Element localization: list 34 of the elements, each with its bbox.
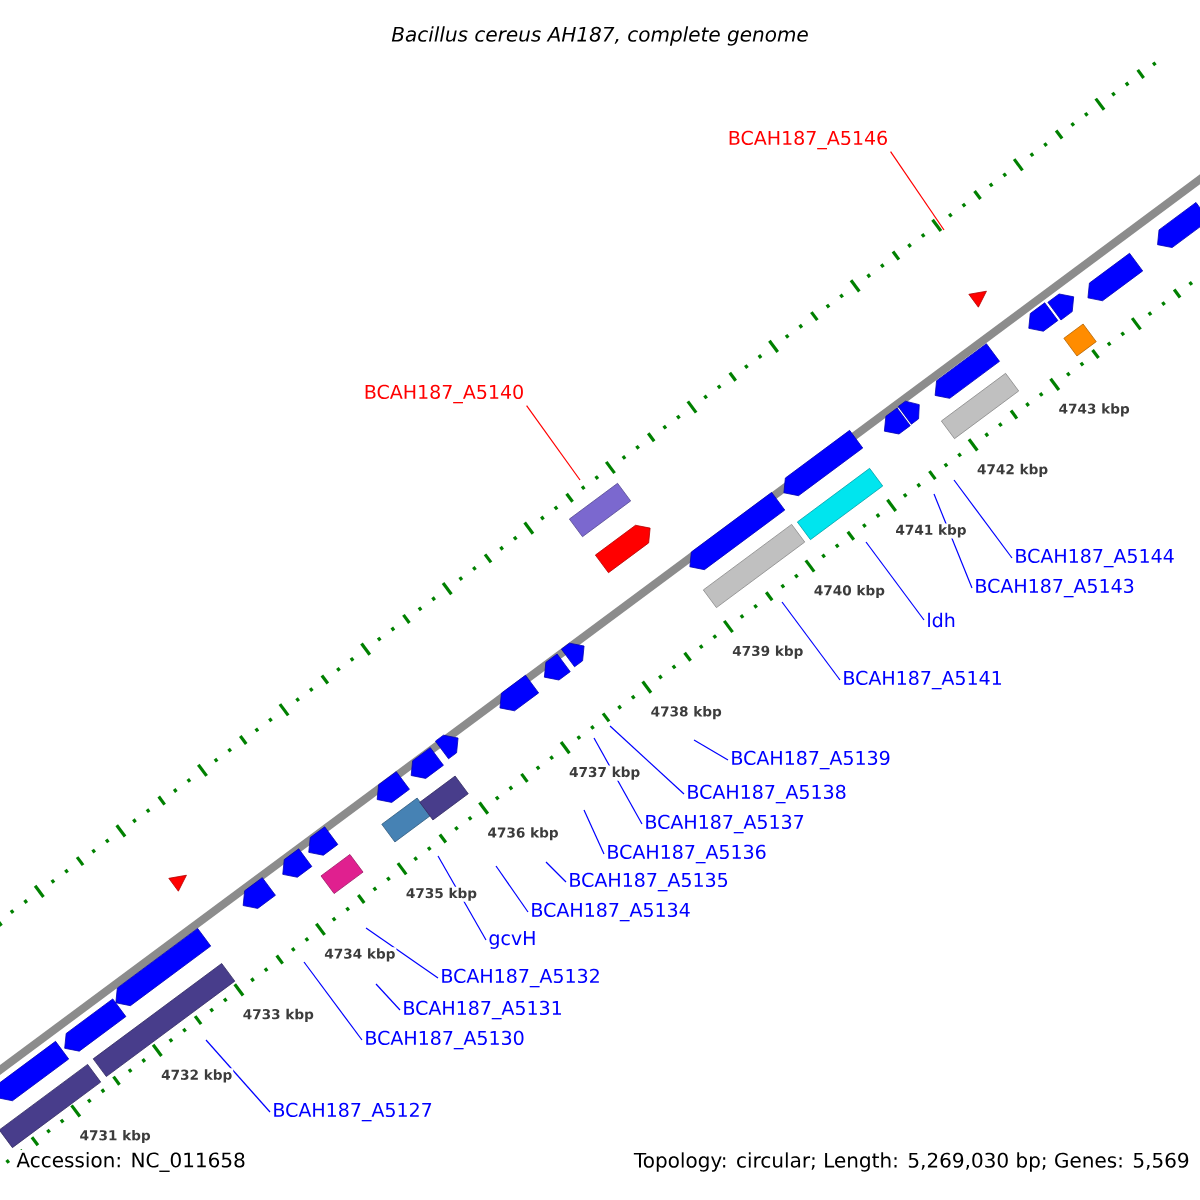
leader-line xyxy=(890,151,945,231)
gene-label: BCAH187_A5130 xyxy=(366,1030,524,1050)
gene-label: BCAH187_A5144 xyxy=(1016,548,1174,568)
gene-label: BCAH187_A5140 xyxy=(365,384,523,404)
leader-line xyxy=(495,865,529,913)
gene-label: ldh xyxy=(928,612,955,628)
gene-label: gcvH xyxy=(489,931,535,949)
leader-line xyxy=(375,983,401,1011)
leader-line xyxy=(365,927,439,979)
gene-label: BCAH187_A5135 xyxy=(570,872,728,892)
accession-text: Accession: NC_011658 xyxy=(14,1150,248,1174)
gene-label: BCAH187_A5127 xyxy=(274,1102,432,1122)
leader-line xyxy=(526,405,581,481)
gene-label: BCAH187_A5131 xyxy=(404,1000,561,1020)
leader-line xyxy=(303,961,363,1041)
gene-label: BCAH187_A5141 xyxy=(844,670,1001,690)
genome-stats-text: Topology: circular; Length: 5,269,030 bp; Genes: 5,569 xyxy=(633,1152,1189,1172)
leader-line xyxy=(545,861,567,883)
gene-label: BCAH187_A5146 xyxy=(729,130,887,150)
gene-label: BCAH187_A5136 xyxy=(608,844,766,864)
gene-label: BCAH187_A5134 xyxy=(532,902,690,922)
gene-label: BCAH187_A5138 xyxy=(688,784,846,804)
gene-label: BCAH187_A5143 xyxy=(976,578,1134,598)
gene-label: BCAH187_A5132 xyxy=(442,968,599,988)
leader-line xyxy=(953,479,1013,559)
gene-label: BCAH187_A5139 xyxy=(732,750,890,770)
leader-line xyxy=(583,809,605,855)
leader-line xyxy=(693,739,729,761)
title: Bacillus cereus AH187, complete genome xyxy=(391,26,808,46)
gene-label: BCAH187_A5137 xyxy=(646,814,804,834)
leader-line xyxy=(609,725,685,795)
leader-line xyxy=(205,1039,271,1113)
leader-line xyxy=(781,601,841,681)
leader-line xyxy=(865,541,925,621)
